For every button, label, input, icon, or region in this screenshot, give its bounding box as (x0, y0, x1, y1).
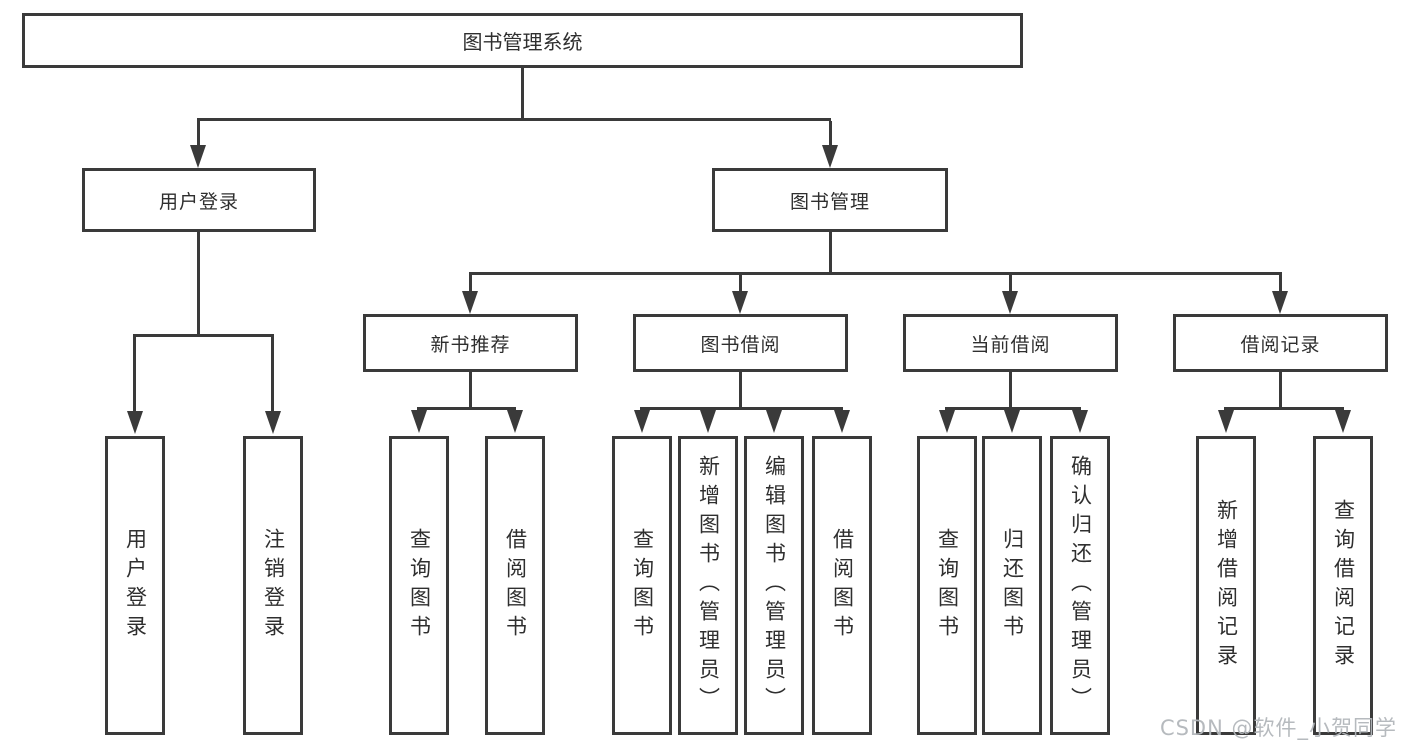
arrow-to-leaf-cb-confirm (1072, 410, 1088, 433)
arrow-to-leaf-bb-add (700, 410, 716, 433)
connector-cb-crossbar (945, 407, 1081, 410)
leaf-bb-add-books-admin-label: 新增图书（管理员） (696, 455, 721, 716)
connector-bb-stem (739, 372, 742, 407)
leaf-nbr-borrow-books-label: 借阅图书 (503, 527, 528, 644)
arrow-to-new-book-recommend (462, 291, 478, 314)
arrow-to-leaf-nbr-query (411, 410, 427, 433)
leaf-br-add-record: 新增借阅记录 (1196, 436, 1256, 735)
leaf-nbr-query-books-label: 查询图书 (407, 527, 432, 644)
arrow-to-leaf-bb-query (634, 410, 650, 433)
leaf-bb-borrow-books-label: 借阅图书 (830, 527, 855, 644)
leaf-user-login-label: 用户登录 (123, 527, 148, 644)
leaf-logout-label: 注销登录 (261, 527, 286, 644)
connector-bb-crossbar (640, 407, 843, 410)
leaf-bb-query-books: 查询图书 (612, 436, 672, 735)
arrow-to-leaf-user-login (127, 411, 143, 434)
connector-cb-stem (1009, 372, 1012, 407)
node-new-book-recommend-label: 新书推荐 (430, 333, 511, 356)
leaf-cb-confirm-return-admin: 确认归还（管理员） (1050, 436, 1110, 735)
node-book-management: 图书管理 (712, 168, 948, 232)
arrow-to-leaf-br-query (1335, 410, 1351, 433)
leaf-cb-query-books-label: 查询图书 (935, 527, 960, 644)
csdn-watermark: CSDN @软件_小贺同学 (1159, 716, 1397, 740)
connector-nbr-stem (469, 372, 472, 407)
leaf-bb-query-books-label: 查询图书 (630, 527, 655, 644)
arrow-to-borrow-records (1272, 291, 1288, 314)
connector-user-login-drop (197, 121, 200, 146)
node-borrow-records-label: 借阅记录 (1240, 333, 1321, 356)
node-book-management-label: 图书管理 (789, 190, 870, 213)
connector-new-book-recommend-drop (469, 275, 472, 291)
arrow-to-book-management (822, 145, 838, 168)
node-root-label: 图书管理系统 (462, 30, 583, 54)
leaf-br-add-record-label: 新增借阅记录 (1214, 498, 1239, 673)
leaf-nbr-borrow-books: 借阅图书 (485, 436, 545, 735)
connector-current-borrow-drop (1009, 275, 1012, 291)
leaf-bb-edit-books-admin: 编辑图书（管理员） (744, 436, 804, 735)
node-user-login-label: 用户登录 (158, 190, 239, 213)
arrow-to-leaf-logout (265, 411, 281, 434)
leaf-bb-add-books-admin: 新增图书（管理员） (678, 436, 738, 735)
node-current-borrow-label: 当前借阅 (970, 333, 1051, 356)
node-root: 图书管理系统 (22, 13, 1023, 68)
node-new-book-recommend: 新书推荐 (363, 314, 578, 372)
node-current-borrow: 当前借阅 (903, 314, 1118, 372)
arrow-to-user-login (190, 145, 206, 168)
leaf-br-query-record-label: 查询借阅记录 (1331, 498, 1356, 673)
node-book-borrow-label: 图书借阅 (700, 333, 781, 356)
arrow-to-leaf-cb-return (1004, 410, 1020, 433)
leaf-cb-query-books: 查询图书 (917, 436, 977, 735)
arrow-to-book-borrow (732, 291, 748, 314)
arrow-to-leaf-bb-edit (766, 410, 782, 433)
node-book-borrow: 图书借阅 (633, 314, 848, 372)
leaf-cb-return-books-label: 归还图书 (1000, 527, 1025, 644)
connector-nbr-crossbar (417, 407, 516, 410)
leaf-user-login: 用户登录 (105, 436, 165, 735)
arrow-to-leaf-bb-borrow (834, 410, 850, 433)
arrow-to-current-borrow (1002, 291, 1018, 314)
leaf-br-query-record: 查询借阅记录 (1313, 436, 1373, 735)
arrow-to-leaf-br-add (1218, 410, 1234, 433)
connector-user-login-stem (197, 232, 200, 334)
connector-br-stem (1279, 372, 1282, 407)
connector-root-crossbar (197, 118, 831, 121)
leaf-bb-edit-books-admin-label: 编辑图书（管理员） (762, 455, 787, 716)
leaf-logout: 注销登录 (243, 436, 303, 735)
connector-book-management-stem (829, 232, 832, 275)
connector-book-borrow-drop (739, 275, 742, 291)
arrow-to-leaf-nbr-borrow (507, 410, 523, 433)
leaf-cb-return-books: 归还图书 (982, 436, 1042, 735)
connector-borrow-records-drop (1279, 275, 1282, 291)
connector-user-login-crossbar (133, 334, 274, 337)
connector-leaf-logout-drop (271, 337, 274, 411)
connector-leaf-user-login-drop (133, 337, 136, 411)
connector-root-stem (521, 68, 524, 118)
leaf-bb-borrow-books: 借阅图书 (812, 436, 872, 735)
arrow-to-leaf-cb-query (939, 410, 955, 433)
connector-book-management-crossbar (469, 272, 1282, 275)
node-user-login: 用户登录 (82, 168, 316, 232)
leaf-nbr-query-books: 查询图书 (389, 436, 449, 735)
connector-br-crossbar (1224, 407, 1344, 410)
node-borrow-records: 借阅记录 (1173, 314, 1388, 372)
connector-book-management-drop (829, 121, 832, 146)
leaf-cb-confirm-return-admin-label: 确认归还（管理员） (1068, 455, 1093, 716)
